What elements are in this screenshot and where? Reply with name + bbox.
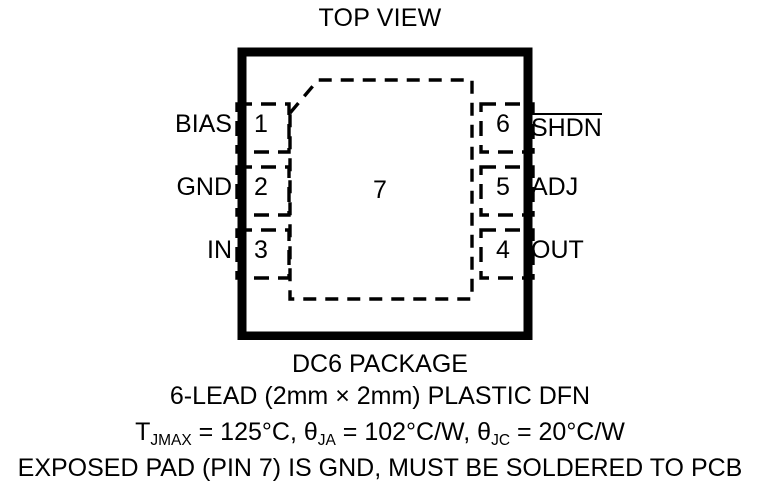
pin-label-shdn: SHDN	[531, 113, 602, 141]
pin-number-2: 2	[254, 173, 268, 201]
exposed-pad-number: 7	[373, 176, 387, 204]
tjmax-symbol: T	[135, 418, 151, 446]
pin-pad-4	[479, 228, 535, 280]
pin-pad-5	[479, 165, 535, 217]
pin-pad-1	[235, 102, 291, 154]
pin-number-5: 5	[496, 173, 510, 201]
pin-label-out-text: OUT	[531, 236, 584, 264]
pin-label-in-text: IN	[207, 236, 232, 264]
caption-lead-count: 6-LEAD (2mm × 2mm) PLASTIC DFN	[169, 382, 591, 410]
package-outline-drawing	[235, 47, 535, 340]
pin-label-gnd-text: GND	[176, 173, 232, 201]
pin-label-adj-text: ADJ	[531, 173, 579, 201]
pin-pad-2	[235, 165, 291, 217]
pin-pad-3	[235, 228, 291, 280]
theta-ja-symbol: θ	[303, 418, 318, 446]
pin-label-adj: ADJ	[531, 175, 578, 200]
pin-label-out: OUT	[531, 238, 584, 263]
caption-thermal-specs: TJMAX = 125°C, θJA = 102°C/W, θJC = 20°C…	[0, 418, 760, 448]
theta-ja-value: = 102°C/W,	[335, 418, 478, 446]
theta-ja-subscript: JA	[317, 431, 336, 449]
pin-label-bias-text: BIAS	[175, 110, 232, 138]
caption-exposed-pad-note: EXPOSED PAD (PIN 7) IS GND, MUST BE SOLD…	[17, 454, 743, 482]
pin-number-3: 3	[254, 236, 268, 264]
theta-jc-value: = 20°C/W	[510, 418, 625, 446]
pin-number-4: 4	[496, 236, 510, 264]
pin-number-1: 1	[254, 110, 268, 138]
theta-jc-symbol: θ	[477, 418, 492, 446]
pin-number-6: 6	[496, 110, 510, 138]
theta-jc-subscript: JC	[491, 431, 511, 449]
tjmax-subscript: JMAX	[150, 431, 192, 449]
pin-label-bias: BIAS	[60, 112, 232, 137]
pin-label-gnd: GND	[60, 175, 232, 200]
pin-label-shdn-text: SHDN	[531, 113, 602, 142]
page-title: TOP VIEW	[318, 4, 442, 32]
pin-label-in: IN	[60, 238, 232, 263]
caption-package-name: DC6 PACKAGE	[292, 350, 468, 378]
pin-pad-6	[479, 102, 535, 154]
tjmax-value: = 125°C,	[191, 418, 304, 446]
